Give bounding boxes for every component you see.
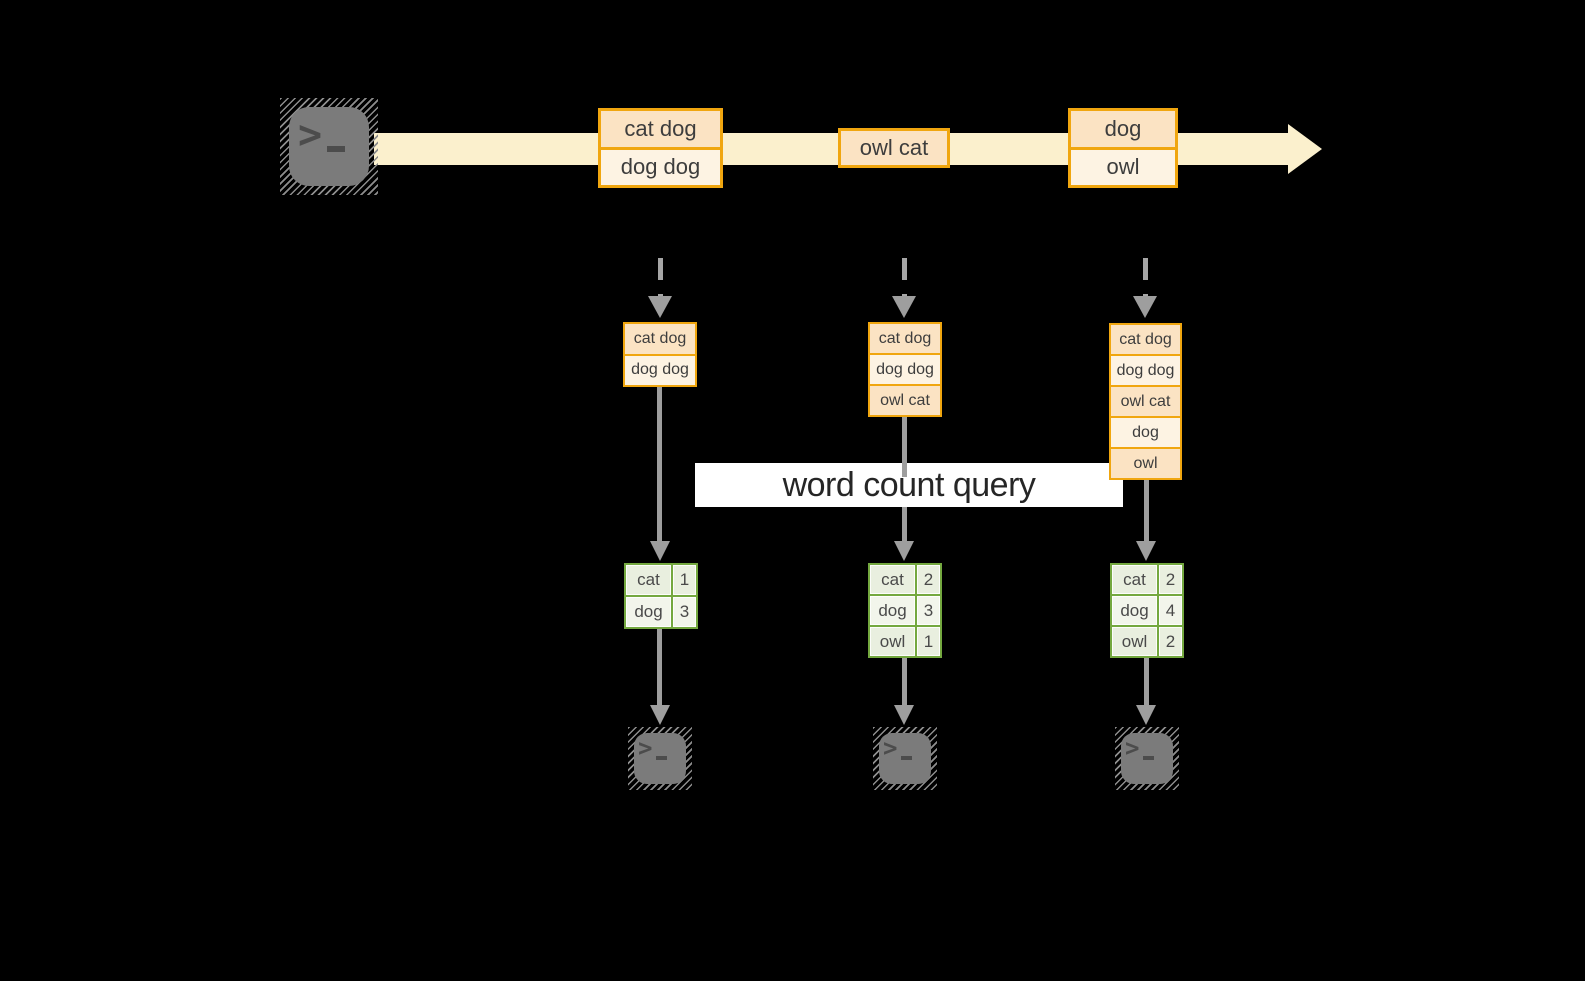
ingest-arrow-head-icon	[648, 296, 672, 318]
count-cell: 3	[673, 597, 696, 627]
state-line: owl	[1111, 447, 1180, 478]
word-count-table: cat 1 dog 3	[624, 563, 698, 629]
prompt-chevron-icon: >	[1125, 734, 1140, 762]
query-arrow	[657, 387, 662, 543]
state-buffer: cat dog dog dog	[623, 322, 697, 387]
prompt-chevron-icon: >	[638, 734, 653, 762]
word-cell: dog	[870, 596, 915, 625]
prompt-chevron-icon: >	[298, 112, 323, 158]
message-line: dog dog	[601, 146, 720, 185]
word-cell: cat	[626, 565, 671, 595]
output-arrow	[902, 658, 907, 707]
query-arrow	[1144, 480, 1149, 543]
state-line: dog dog	[870, 353, 940, 384]
count-cell: 1	[917, 627, 940, 656]
count-cell: 1	[673, 565, 696, 595]
word-cell: owl	[870, 627, 915, 656]
query-arrow-head-icon	[894, 541, 914, 561]
state-line: cat dog	[870, 324, 940, 353]
state-line: owl cat	[1111, 385, 1180, 416]
state-line: cat dog	[1111, 325, 1180, 354]
state-line: cat dog	[625, 324, 695, 354]
stream-message-box: owl cat	[838, 128, 950, 168]
prompt-cursor-icon	[327, 146, 345, 152]
word-count-table: cat 2 dog 4 owl 2	[1110, 563, 1184, 658]
output-arrow-head-icon	[894, 705, 914, 725]
count-cell: 2	[917, 565, 940, 594]
stream-message-box: cat dog dog dog	[598, 108, 723, 188]
state-line: dog dog	[625, 353, 695, 385]
state-buffer: cat dog dog dog owl cat dog owl	[1109, 323, 1182, 480]
query-arrow	[902, 477, 907, 543]
prompt-chevron-icon: >	[883, 734, 898, 762]
query-arrow	[902, 417, 907, 477]
word-count-table: cat 2 dog 3 owl 1	[868, 563, 942, 658]
query-arrow-head-icon	[1136, 541, 1156, 561]
query-label-band: word count query	[695, 463, 1123, 507]
ingest-arrow	[902, 258, 907, 296]
word-cell: cat	[870, 565, 915, 594]
ingest-arrow-head-icon	[1133, 296, 1157, 318]
message-line: owl cat	[841, 131, 947, 165]
query-arrow-head-icon	[650, 541, 670, 561]
count-cell: 4	[1159, 596, 1182, 625]
stream-arrow-head-icon	[1288, 124, 1322, 174]
sink-terminal-icon: >	[628, 727, 692, 790]
state-line: dog dog	[1111, 354, 1180, 385]
query-label: word count query	[782, 465, 1036, 504]
count-cell: 3	[917, 596, 940, 625]
output-arrow	[657, 629, 662, 707]
message-line: cat dog	[601, 111, 720, 147]
state-buffer: cat dog dog dog owl cat	[868, 322, 942, 417]
word-cell: owl	[1112, 627, 1157, 656]
word-cell: dog	[1112, 596, 1157, 625]
stream-message-box: dog owl	[1068, 108, 1178, 188]
word-cell: dog	[626, 597, 671, 627]
output-arrow	[1144, 658, 1149, 707]
message-line: dog	[1071, 111, 1175, 147]
ingest-arrow	[1143, 258, 1148, 296]
prompt-cursor-icon	[901, 756, 912, 760]
count-cell: 2	[1159, 565, 1182, 594]
state-line: dog	[1111, 416, 1180, 447]
ingest-arrow-head-icon	[892, 296, 916, 318]
prompt-cursor-icon	[1143, 756, 1154, 760]
sink-terminal-icon: >	[1115, 727, 1179, 790]
output-arrow-head-icon	[1136, 705, 1156, 725]
ingest-arrow	[658, 258, 663, 296]
message-line: owl	[1071, 146, 1175, 185]
source-terminal-icon: >	[280, 98, 378, 195]
state-line: owl cat	[870, 384, 940, 415]
word-cell: cat	[1112, 565, 1157, 594]
output-arrow-head-icon	[650, 705, 670, 725]
sink-terminal-icon: >	[873, 727, 937, 790]
count-cell: 2	[1159, 627, 1182, 656]
prompt-cursor-icon	[656, 756, 667, 760]
